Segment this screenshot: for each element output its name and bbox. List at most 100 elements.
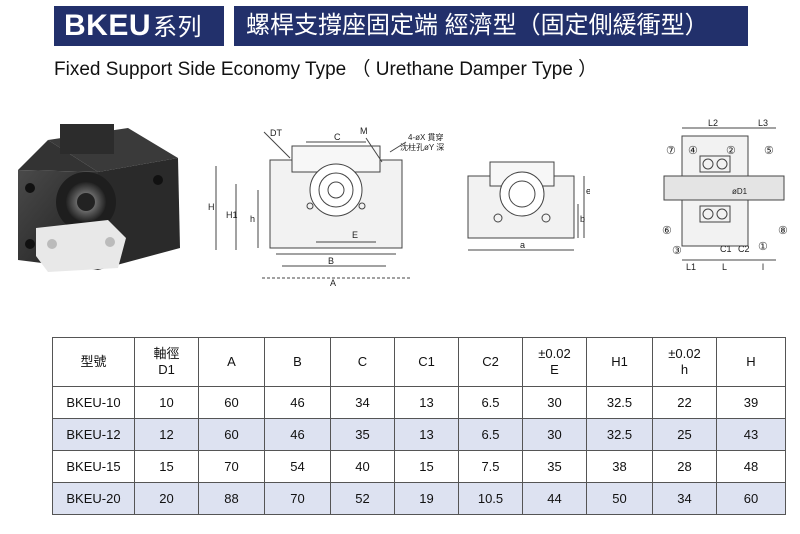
series-badge: BKEU系列 xyxy=(54,6,224,46)
label-h1: H1 xyxy=(226,210,238,220)
cell: 38 xyxy=(586,450,653,483)
cell-model: BKEU-20 xyxy=(52,482,135,515)
label-back-e: e xyxy=(586,186,590,196)
cell: 19 xyxy=(394,482,459,515)
callout-6: ⑥ xyxy=(662,225,672,237)
cell: 22 xyxy=(652,386,717,419)
label-c1: C1 xyxy=(720,244,732,254)
cell: 15 xyxy=(134,450,199,483)
callout-3: ③ xyxy=(672,245,682,257)
table-row: BKEU-20 20 88 70 52 19 10.5 44 50 34 60 xyxy=(52,482,786,515)
cell: 70 xyxy=(264,482,331,515)
callout-7: ⑦ xyxy=(666,145,676,157)
cell: 30 xyxy=(522,386,587,419)
series-suffix: 系列 xyxy=(153,14,203,41)
label-dt: DT xyxy=(270,128,282,138)
cell: 60 xyxy=(198,418,265,451)
cell: 60 xyxy=(198,386,265,419)
label-c2: C2 xyxy=(738,244,750,254)
cell: 54 xyxy=(264,450,331,483)
col-header: B xyxy=(264,337,331,387)
cell: 32.5 xyxy=(586,386,653,419)
cell: 10 xyxy=(134,386,199,419)
table-row: BKEU-15 15 70 54 40 15 7.5 35 38 28 48 xyxy=(52,450,786,483)
callout-8: ⑧ xyxy=(778,225,788,237)
cell: 34 xyxy=(330,386,395,419)
cell: 60 xyxy=(716,482,786,515)
cell: 50 xyxy=(586,482,653,515)
cell: 6.5 xyxy=(458,386,523,419)
cell: 12 xyxy=(134,418,199,451)
cell: 25 xyxy=(652,418,717,451)
cell: 70 xyxy=(198,450,265,483)
page-title: 螺桿支撐座固定端 經濟型（固定側緩衝型） xyxy=(234,6,748,46)
series-code: BKEU xyxy=(64,9,152,42)
col-header: 型號 xyxy=(52,337,135,387)
cell: 34 xyxy=(652,482,717,515)
header-bar: BKEU系列 螺桿支撐座固定端 經濟型（固定側緩衝型） xyxy=(54,6,748,46)
label-back-b: b xyxy=(580,214,585,224)
cell: 13 xyxy=(394,386,459,419)
cell: 20 xyxy=(134,482,199,515)
cell-model: BKEU-10 xyxy=(52,386,135,419)
cell: 48 xyxy=(716,450,786,483)
label-i: l xyxy=(762,262,764,272)
cell: 46 xyxy=(264,386,331,419)
label-c: C xyxy=(334,132,341,142)
cell: 44 xyxy=(522,482,587,515)
cell: 7.5 xyxy=(458,450,523,483)
cell: 32.5 xyxy=(586,418,653,451)
label-l1: L1 xyxy=(686,262,696,272)
label-hole-note-2: 沈柱孔øY 深Z xyxy=(400,142,444,152)
label-m: M xyxy=(360,126,368,136)
col-header: C xyxy=(330,337,395,387)
callout-2: ② xyxy=(726,145,736,157)
section-view-drawing: L2 L3 L1 L C1 C2 l øD1 ⑦ ④ ② ⑤ ⑥ ③ ① ⑧ xyxy=(662,118,788,272)
callout-5: ⑤ xyxy=(764,145,774,157)
col-header: C1 xyxy=(394,337,459,387)
cell: 35 xyxy=(330,418,395,451)
col-header: A xyxy=(198,337,265,387)
cell: 6.5 xyxy=(458,418,523,451)
label-e: E xyxy=(352,230,358,240)
label-h: H xyxy=(208,202,215,212)
table-row: BKEU-10 10 60 46 34 13 6.5 30 32.5 22 39 xyxy=(52,386,786,419)
cell: 39 xyxy=(716,386,786,419)
cell: 35 xyxy=(522,450,587,483)
product-photo xyxy=(18,124,180,272)
cell: 15 xyxy=(394,450,459,483)
label-l: L xyxy=(722,262,727,272)
label-a: A xyxy=(330,278,336,288)
cell-model: BKEU-12 xyxy=(52,418,135,451)
col-header: H xyxy=(716,337,786,387)
col-header: C2 xyxy=(458,337,523,387)
callout-4: ④ xyxy=(688,145,698,157)
cell: 30 xyxy=(522,418,587,451)
cell: 13 xyxy=(394,418,459,451)
label-l2: L2 xyxy=(708,118,718,128)
cell: 28 xyxy=(652,450,717,483)
cell: 40 xyxy=(330,450,395,483)
label-h-small: h xyxy=(250,214,255,224)
cell: 52 xyxy=(330,482,395,515)
label-b: B xyxy=(328,256,334,266)
back-view-drawing: e b a xyxy=(467,161,590,251)
cell: 88 xyxy=(198,482,265,515)
label-back-a: a xyxy=(520,240,525,250)
label-l3: L3 xyxy=(758,118,768,128)
callout-1: ① xyxy=(758,241,768,253)
page-subtitle: Fixed Support Side Economy Type （ Uretha… xyxy=(54,59,598,80)
label-hole-note-1: 4-øX 貫穿 xyxy=(408,132,444,142)
label-d1: øD1 xyxy=(732,187,748,196)
front-view-drawing: DT C M 4-øX 貫穿 沈柱孔øY 深Z H H1 h E B A xyxy=(208,126,444,288)
col-header: H1 xyxy=(586,337,653,387)
cell: 10.5 xyxy=(458,482,523,515)
table-row: BKEU-12 12 60 46 35 13 6.5 30 32.5 25 43 xyxy=(52,418,786,451)
cell-model: BKEU-15 xyxy=(52,450,135,483)
cell: 43 xyxy=(716,418,786,451)
